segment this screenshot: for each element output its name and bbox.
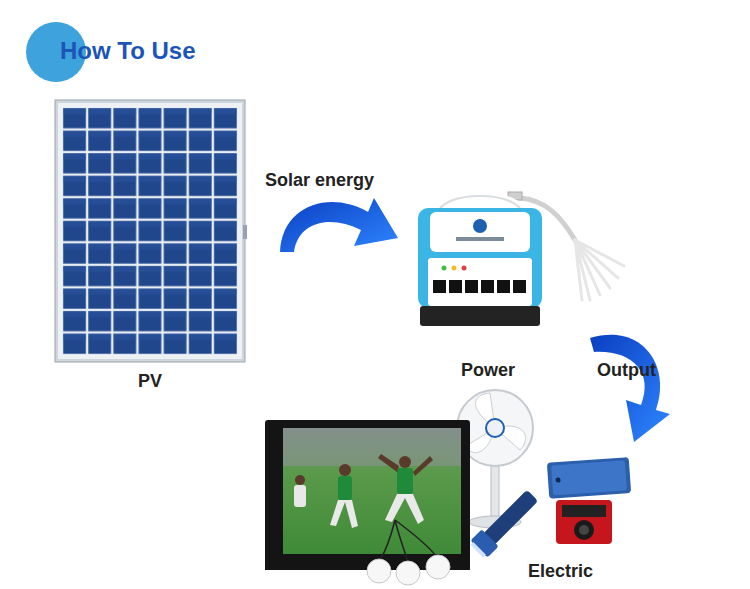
curved-arrow [280,198,398,252]
page-title: How To Use [60,37,196,65]
flow-label: Power [461,360,515,381]
flow-label: Solar energy [265,170,374,191]
radio [556,500,612,544]
mobile-phone [547,457,631,499]
flow-label: Output [597,360,656,381]
light-bulbs [367,520,450,585]
curved-arrow [590,335,670,442]
pv-panel: PV [55,100,245,396]
flow-label: Electric [528,561,593,582]
flashlight [468,487,541,560]
solar-panel [55,100,247,362]
panel-label: PV [138,371,162,396]
television [265,420,470,570]
power-box [418,196,542,326]
